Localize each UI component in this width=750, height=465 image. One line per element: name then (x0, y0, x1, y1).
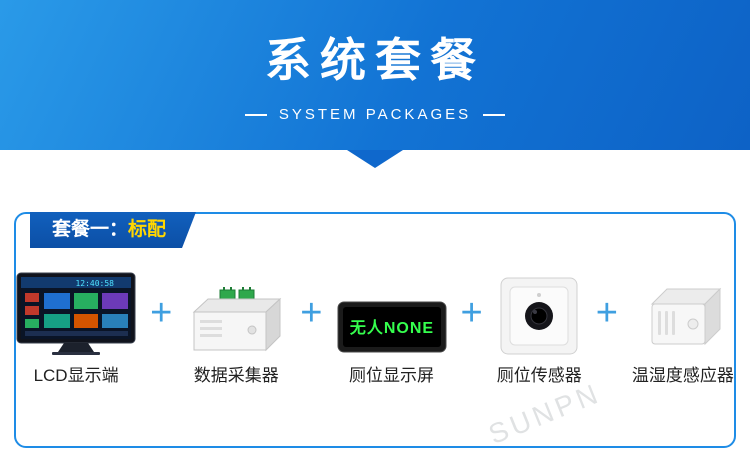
product-label: 数据采集器 (193, 366, 279, 385)
package-tab-highlight: 标配 (128, 219, 167, 240)
plus-separator: + (595, 292, 618, 334)
package-tab-prefix: 套餐一： (52, 219, 129, 240)
product-led-display: 无人NONE 厕位显示屏 (337, 270, 447, 386)
product-row: 12:40:58 LCD显示端 + (16, 270, 734, 386)
package-card: 套餐一：标配 12:40:58 (14, 212, 736, 451)
data-collector-icon (193, 287, 282, 352)
product-data-collector: 数据采集器 (186, 270, 286, 386)
watermark-text: SUNPN (484, 377, 606, 451)
led-display-icon: 无人NONE (337, 301, 446, 353)
package-tab: 套餐一：标配 (30, 212, 196, 248)
led-display-text: 无人NONE (348, 319, 433, 337)
page-title: 系统套餐 (265, 34, 485, 86)
product-stall-sensor: 厕位传感器 (497, 270, 582, 386)
subtitle-line-left (244, 113, 267, 116)
product-temp-humidity-sensor: 温湿度感应器 (632, 270, 734, 386)
plus-separator: + (300, 292, 323, 334)
plus-separator: + (150, 292, 173, 334)
stall-sensor-image (499, 270, 579, 356)
temp-humidity-sensor-image (640, 270, 726, 356)
temp-humidity-sensor-icon (650, 287, 722, 346)
plus-separator: + (460, 292, 483, 334)
lcd-clock-text: 12:40:58 (76, 279, 115, 288)
product-lcd-display: 12:40:58 LCD显示端 (16, 270, 136, 386)
product-label: LCD显示端 (33, 366, 119, 385)
banner-arrow-pointer (347, 150, 403, 168)
product-label: 厕位显示屏 (349, 366, 434, 385)
header-banner: 系统套餐 SYSTEM PACKAGES (0, 0, 750, 168)
data-collector-image (186, 270, 286, 356)
product-label: 温湿度感应器 (631, 366, 734, 385)
lcd-monitor-icon: 12:40:58 (16, 272, 136, 355)
led-display-image: 无人NONE (337, 270, 447, 356)
subtitle-line-right (483, 113, 506, 116)
subtitle-text: SYSTEM PACKAGES (278, 106, 472, 123)
product-label: 厕位传感器 (496, 366, 582, 385)
page-subtitle: SYSTEM PACKAGES (0, 106, 750, 123)
lcd-monitor-image: 12:40:58 (16, 270, 136, 356)
stall-sensor-icon (500, 277, 578, 355)
